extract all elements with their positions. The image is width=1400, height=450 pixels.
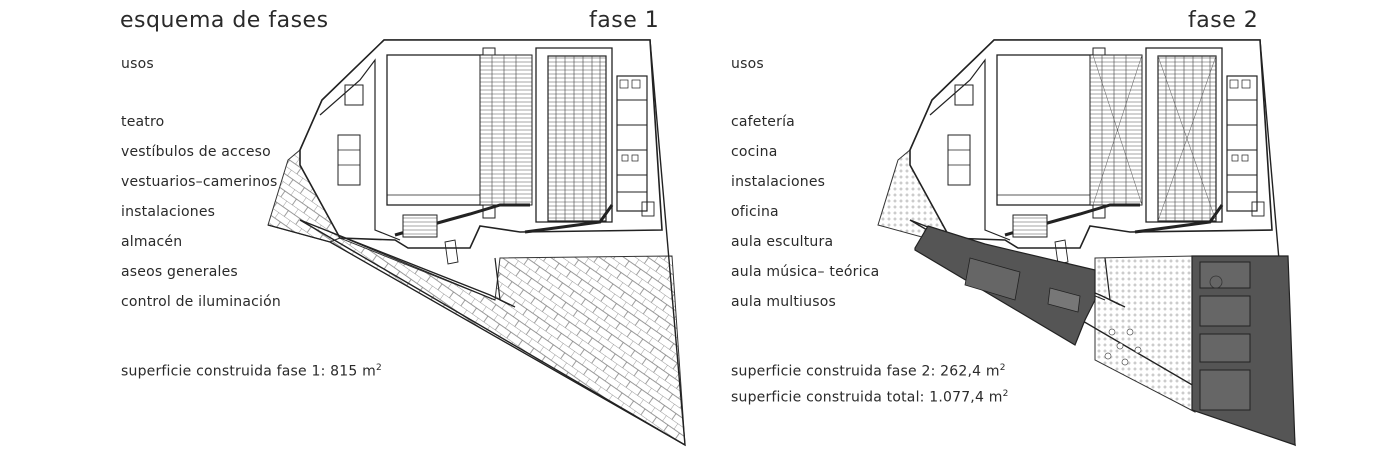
plan-phase-2 <box>877 38 1297 447</box>
area-total: superficie construida total: 1.077,4 m2 <box>731 389 1009 406</box>
phase-1-label: fase 1 <box>589 8 660 33</box>
area-phase-1: superficie construida fase 1: 815 m2 <box>121 363 382 380</box>
use-item: aula multiusos <box>731 294 836 310</box>
plan-phase-1 <box>267 38 687 447</box>
use-item: oficina <box>731 204 779 220</box>
use-item: vestíbulos de acceso <box>121 144 271 160</box>
use-item: vestuarios–camerinos <box>121 174 278 190</box>
use-item: aula escultura <box>731 234 834 250</box>
area-phase-2: superficie construida fase 2: 262,4 m2 <box>731 363 1006 380</box>
use-item: cafetería <box>731 114 795 130</box>
use-item: instalaciones <box>121 204 216 220</box>
diagram-title: esquema de fases <box>120 8 329 33</box>
use-item: control de iluminación <box>121 294 281 310</box>
phase-2-label: fase 2 <box>1188 8 1259 33</box>
use-item: instalaciones <box>731 174 826 190</box>
use-item: almacén <box>121 234 183 250</box>
uses-heading-right: usos <box>731 56 764 72</box>
use-item: teatro <box>121 114 165 130</box>
use-item: aseos generales <box>121 264 238 280</box>
uses-heading-left: usos <box>121 56 154 72</box>
use-item: cocina <box>731 144 778 160</box>
use-item: aula música– teórica <box>731 264 880 280</box>
